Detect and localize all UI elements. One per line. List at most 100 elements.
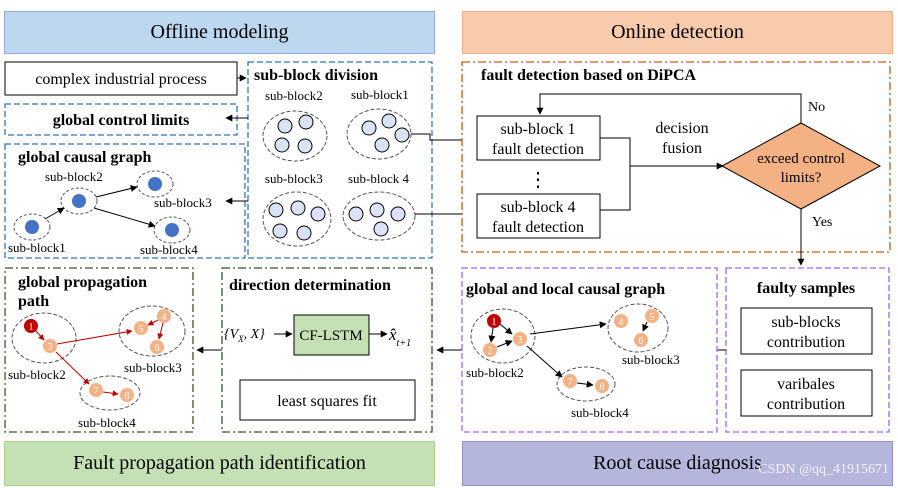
csdn-watermark: CSDN @qq_41915671 xyxy=(758,462,889,477)
division-label-sb1: sub-block1 xyxy=(351,87,409,102)
variable-contribution-box xyxy=(740,369,873,417)
model-input-label: {VX, X} xyxy=(224,327,265,344)
propagation-label-sb3: sub-block3 xyxy=(124,360,182,375)
causal-sb1-node xyxy=(25,220,39,234)
model-output-label: x̂t+1 xyxy=(388,325,411,349)
faulty-samples-title: faulty samples xyxy=(757,280,855,297)
causal-edge-2-3 xyxy=(95,185,138,198)
local-causal-graph-title: global and local causal graph xyxy=(466,281,665,298)
causal-sb2-node xyxy=(72,194,86,208)
variable-contribution-line1: varibales xyxy=(777,376,835,393)
detection-ellipsis: ⋮ xyxy=(528,169,548,191)
causal-sb4-halo xyxy=(153,216,191,244)
subblock-contribution-line2: contribution xyxy=(767,334,845,351)
diagnosis-sb4-group: 7 8 xyxy=(556,366,616,402)
yes-label: Yes xyxy=(812,215,832,230)
propagation-label-sb2: sub-block2 xyxy=(8,367,66,382)
propagation-title-line1: global propagation xyxy=(18,274,147,291)
division-label-sb2: sub-block2 xyxy=(265,88,323,103)
prop-node-8-label: 8 xyxy=(125,391,130,402)
decision-fusion-line1: decision xyxy=(655,120,708,137)
global-causal-graph-title: global causal graph xyxy=(18,149,151,166)
fusion-connector xyxy=(600,137,631,211)
prop-node-3-label: 3 xyxy=(48,342,53,353)
causal-sb4-node xyxy=(165,223,179,237)
diag-node-5-label: 5 xyxy=(650,312,655,323)
model-output-sub: t+1 xyxy=(397,338,412,349)
prop-node-1-label: 1 xyxy=(29,322,34,333)
diag-node-4-label: 4 xyxy=(619,317,624,328)
dipca-detection-title: fault detection based on DiPCA xyxy=(481,67,697,84)
propagation-title-line2: path xyxy=(18,293,49,310)
propagation-sb4-group: 7 8 xyxy=(79,375,141,411)
division-cluster-sb3 xyxy=(262,191,332,247)
division-cluster-sb2 xyxy=(262,110,328,162)
model-input-v: {V xyxy=(224,327,240,342)
prop-node-6-label: 6 xyxy=(155,343,160,354)
prop-node-5-label: 5 xyxy=(139,324,144,335)
diag-node-7-label: 7 xyxy=(568,377,573,388)
propagation-sb2-group: 1 3 xyxy=(11,312,77,364)
propagation-label-sb4: sub-block4 xyxy=(78,415,136,430)
global-limits-text: global control limits xyxy=(53,112,190,129)
local-causal-graph-box xyxy=(461,267,718,433)
diagnosis-sb3-group: 4 5 6 xyxy=(607,303,669,353)
diagnosis-label-sb2: sub-block2 xyxy=(466,365,524,380)
diag-node-3-label: 3 xyxy=(518,335,523,346)
diagnosis-sb2-group: 1 2 3 xyxy=(470,308,536,364)
direction-determination-title: direction determination xyxy=(229,277,391,294)
subblock1-detection-box xyxy=(476,115,601,161)
causal-edge-2-4 xyxy=(93,207,156,228)
causal-sb3-halo xyxy=(136,170,174,198)
prop-edge-3-to-7 xyxy=(55,351,90,385)
propagation-sb3-group: 4 5 6 xyxy=(118,305,186,357)
offline-modeling-label: Offline modeling xyxy=(150,21,289,43)
causal-edge-1-2 xyxy=(44,207,65,220)
complex-process-box xyxy=(4,61,238,96)
model-output-x: x̂ xyxy=(388,325,397,344)
diamond-line2: limits? xyxy=(781,170,822,186)
diagnosis-label-sb3: sub-block3 xyxy=(622,352,680,367)
diag-edge-3-to-sb4 xyxy=(526,345,563,378)
fault-propagation-banner: Fault propagation path identification xyxy=(4,441,435,486)
diamond-line1: exceed control xyxy=(757,151,845,167)
division-cluster-sb4 xyxy=(342,191,416,241)
diag-edge-3-to-sb3 xyxy=(529,321,607,335)
subblock-contribution-box xyxy=(740,307,873,355)
causal-label-sb1: sub-block1 xyxy=(8,240,66,255)
model-input-sub: X xyxy=(237,334,244,344)
decision-fusion-line2: fusion xyxy=(662,140,702,157)
least-squares-box xyxy=(239,379,416,421)
division-label-sb3: sub-block3 xyxy=(265,171,323,186)
diag-node-1-label: 1 xyxy=(492,317,497,328)
subblock-contribution-line1: sub-blocks xyxy=(771,314,840,331)
causal-label-sb4: sub-block4 xyxy=(140,242,198,257)
diag-node-8-label: 8 xyxy=(600,382,605,393)
diag-node-6-label: 6 xyxy=(639,336,644,347)
offline-modeling-banner: Offline modeling xyxy=(4,11,435,54)
arrow-sb1-to-detection xyxy=(411,133,475,144)
root-cause-label: Root cause diagnosis xyxy=(593,452,762,474)
root-cause-banner: Root cause diagnosis xyxy=(462,441,893,486)
subblock4-detection-line2: fault detection xyxy=(492,219,584,236)
model-input-tail: , X} xyxy=(244,327,266,342)
subblock1-detection-line2: fault detection xyxy=(492,141,584,158)
least-squares-text: least squares fit xyxy=(277,393,377,410)
diag-node-2-label: 2 xyxy=(488,346,493,357)
causal-sb2-halo xyxy=(60,187,98,215)
online-detection-banner: Online detection xyxy=(462,11,893,54)
cf-lstm-text: CF-LSTM xyxy=(299,328,362,344)
prop-edge-3-to-5 xyxy=(56,328,133,345)
subblock-division-box xyxy=(247,61,433,259)
causal-sb3-node xyxy=(148,177,162,191)
causal-label-sb3: sub-block3 xyxy=(154,195,212,210)
subblock1-detection-line1: sub-block 1 xyxy=(500,121,575,138)
prop-node-7-label: 7 xyxy=(94,386,99,397)
complex-process-text: complex industrial process xyxy=(35,71,207,88)
online-detection-label: Online detection xyxy=(611,21,744,43)
fault-propagation-label: Fault propagation path identification xyxy=(73,452,366,474)
no-label: No xyxy=(808,100,825,115)
subblock-division-title: sub-block division xyxy=(254,67,378,84)
